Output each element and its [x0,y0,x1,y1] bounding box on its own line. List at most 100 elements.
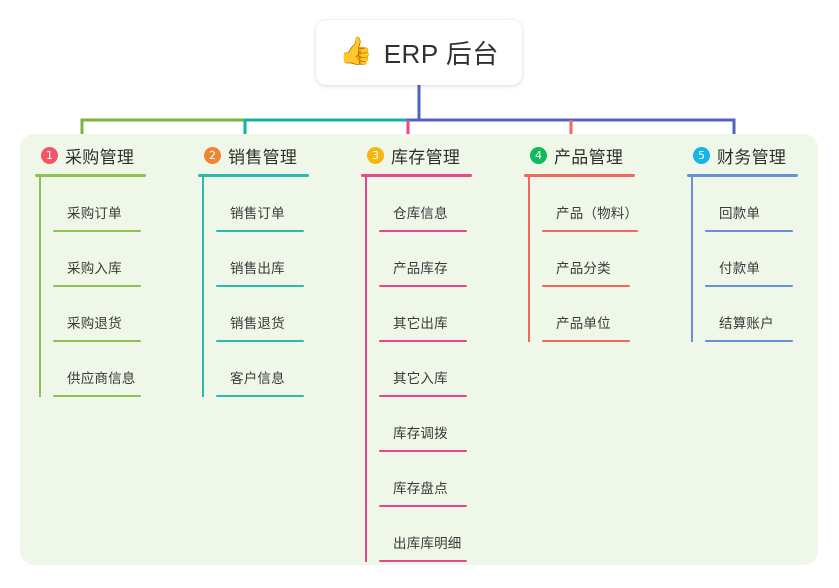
branch-header-1[interactable]: 1 采购管理 [35,142,198,168]
leaf-item[interactable]: 付款单 [705,232,839,287]
branch-underline [361,174,472,177]
leaf-item[interactable]: 其它出库 [379,287,524,342]
leaf-item-label: 产品库存 [393,261,448,276]
branch-spine [365,177,367,562]
branch-header-2[interactable]: 2 销售管理 [198,142,361,168]
thumbs-up-icon: 👍 [339,36,373,66]
leaf-item-label: 仓库信息 [393,206,448,221]
leaf-item-label: 采购入库 [67,261,122,276]
branch-title: 库存管理 [391,147,461,167]
leaf-item-label: 库存盘点 [393,481,448,496]
leaf-item-underline [542,230,638,232]
leaf-item-underline [379,450,467,452]
branch-column-5: 5 财务管理回款单付款单结算账户 [687,142,839,342]
leaf-item-underline [53,285,141,287]
leaf-item-label: 回款单 [719,206,761,221]
leaf-item[interactable]: 结算账户 [705,287,839,342]
leaf-item-underline [705,230,793,232]
leaf-item-label: 客户信息 [230,371,285,386]
branch-underline [198,174,309,177]
branch-spine [202,177,204,397]
branch-spine [528,177,530,342]
leaf-item[interactable]: 回款单 [705,177,839,232]
leaf-item-underline [705,285,793,287]
branch-index-badge: 5 [693,146,710,164]
leaf-item-underline [542,285,630,287]
branch-header-5[interactable]: 5 财务管理 [687,142,839,168]
branch-items: 采购订单采购入库采购退货供应商信息 [35,177,198,397]
leaf-item-label: 其它出库 [393,316,448,331]
leaf-item-label: 产品分类 [556,261,611,276]
root-node-label: ERP 后台 [383,39,499,69]
branch-column-3: 3 库存管理仓库信息产品库存其它出库其它入库库存调拨库存盘点出库库明细 [361,142,524,562]
leaf-item-label: 库存调拨 [393,426,448,441]
leaf-item[interactable]: 供应商信息 [53,342,198,397]
leaf-item[interactable]: 库存调拨 [379,397,524,452]
leaf-item[interactable]: 库存盘点 [379,452,524,507]
leaf-item-underline [379,285,467,287]
leaf-item[interactable]: 销售订单 [216,177,361,232]
leaf-item[interactable]: 产品（物料） [542,177,687,232]
leaf-item-label: 销售订单 [230,206,285,221]
branch-spine [691,177,693,342]
leaf-item[interactable]: 产品分类 [542,232,687,287]
leaf-item-underline [53,230,141,232]
leaf-item-label: 结算账户 [719,316,774,331]
branch-underline [524,174,635,177]
branch-column-4: 4 产品管理产品（物料） 产品分类产品单位 [524,142,687,342]
leaf-item-label: 销售退货 [230,316,285,331]
branch-title: 采购管理 [65,147,135,167]
branch-header-3[interactable]: 3 库存管理 [361,142,524,168]
branch-title: 销售管理 [228,147,298,167]
leaf-item-underline [705,340,793,342]
leaf-item-underline [379,560,467,562]
leaf-item-label: 销售出库 [230,261,285,276]
leaf-item-underline [379,230,467,232]
branch-title: 财务管理 [717,147,787,167]
branch-index-badge: 2 [204,146,221,164]
branch-header-4[interactable]: 4 产品管理 [524,142,687,168]
leaf-item-underline [53,340,141,342]
leaf-item[interactable]: 销售退货 [216,287,361,342]
leaf-item[interactable]: 产品单位 [542,287,687,342]
leaf-item-label: 产品单位 [556,316,611,331]
leaf-item-underline [53,395,141,397]
leaf-item[interactable]: 客户信息 [216,342,361,397]
leaf-item[interactable]: 采购入库 [53,232,198,287]
leaf-item-underline [216,230,304,232]
leaf-item[interactable]: 销售出库 [216,232,361,287]
branch-items: 产品（物料） 产品分类产品单位 [524,177,687,342]
branch-spine [39,177,41,397]
branch-items: 回款单付款单结算账户 [687,177,839,342]
leaf-item-label: 供应商信息 [67,371,136,386]
branch-index-badge: 1 [41,146,58,164]
leaf-item-label: 付款单 [719,261,761,276]
branch-column-1: 1 采购管理采购订单采购入库采购退货供应商信息 [35,142,198,397]
leaf-item-label: 产品（物料） [556,206,639,221]
leaf-item-underline [216,395,304,397]
leaf-item[interactable]: 采购订单 [53,177,198,232]
leaf-item-underline [379,395,467,397]
branches-panel [20,134,818,565]
leaf-item-underline [542,340,630,342]
leaf-item[interactable]: 出库库明细 [379,507,524,562]
root-node[interactable]: 👍 ERP 后台 [316,20,522,85]
branch-column-2: 2 销售管理销售订单销售出库销售退货客户信息 [198,142,361,397]
leaf-item-underline [216,285,304,287]
leaf-item-underline [379,505,467,507]
leaf-item[interactable]: 产品库存 [379,232,524,287]
leaf-item-underline [216,340,304,342]
leaf-item-underline [379,340,467,342]
branch-underline [687,174,798,177]
branch-items: 销售订单销售出库销售退货客户信息 [198,177,361,397]
branch-index-badge: 4 [530,146,547,164]
branch-index-badge: 3 [367,146,384,164]
leaf-item[interactable]: 仓库信息 [379,177,524,232]
leaf-item-label: 其它入库 [393,371,448,386]
leaf-item[interactable]: 采购退货 [53,287,198,342]
branch-items: 仓库信息产品库存其它出库其它入库库存调拨库存盘点出库库明细 [361,177,524,562]
leaf-item-label: 采购订单 [67,206,122,221]
leaf-item[interactable]: 其它入库 [379,342,524,397]
branch-title: 产品管理 [554,147,624,167]
